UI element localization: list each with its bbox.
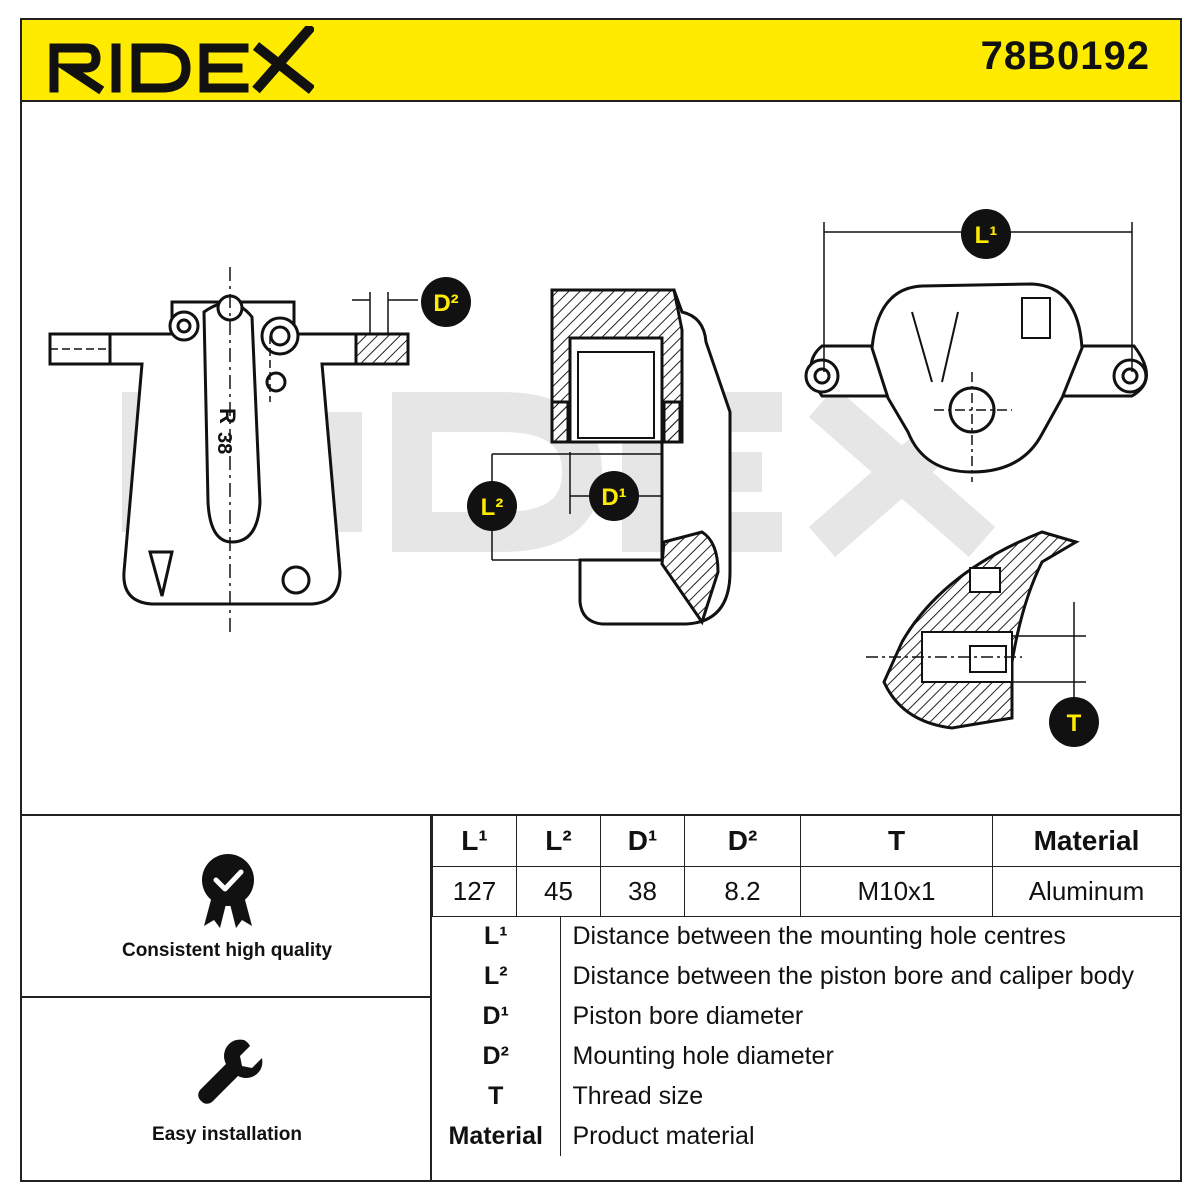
legend-key: Material <box>432 1116 561 1156</box>
ridex-logo <box>49 26 314 95</box>
legend-row: L¹ Distance between the mounting hole ce… <box>432 916 1180 956</box>
legend-row: T Thread size <box>432 1076 1180 1116</box>
callout-t: T <box>1049 697 1099 747</box>
legend-row: Material Product material <box>432 1116 1180 1156</box>
quality-badge-icon <box>202 854 254 928</box>
svg-text:L¹: L¹ <box>975 222 998 249</box>
caliper-drawings: R 38 <box>48 209 1148 747</box>
legend-key: T <box>432 1076 561 1116</box>
callout-l1: L¹ <box>961 209 1011 259</box>
caliper-marking-r: R <box>215 408 240 424</box>
product-sheet: 78B0192 <box>20 18 1182 1182</box>
feature-label: Easy installation <box>152 1124 302 1145</box>
legend-desc: Mounting hole diameter <box>572 1041 834 1070</box>
legend-row: D² Mounting hole diameter <box>432 1036 1180 1076</box>
legend-key: D² <box>432 1036 561 1076</box>
spec-header-d1: D¹ <box>600 816 685 867</box>
header-bar: 78B0192 <box>22 20 1180 102</box>
feature-quality: Consistent high quality <box>22 816 432 998</box>
feature-label: Consistent high quality <box>121 940 333 961</box>
caliper-marking-38: 38 <box>213 432 235 454</box>
spec-value-l2: 45 <box>516 865 601 917</box>
spec-value-d1: 38 <box>600 865 685 917</box>
thread-detail-view <box>866 530 1086 730</box>
svg-text:D²: D² <box>433 290 458 317</box>
spec-value-material: Aluminum <box>992 865 1180 917</box>
legend-table: L¹ Distance between the mounting hole ce… <box>432 916 1180 1156</box>
legend-desc: Distance between the piston bore and cal… <box>572 961 1134 990</box>
spec-header-t: T <box>800 816 993 867</box>
legend-key: L¹ <box>432 916 561 956</box>
spec-header-l2: L² <box>516 816 601 867</box>
legend-desc: Piston bore diameter <box>572 1001 804 1030</box>
spec-table: L¹ L² D¹ D² T Material 127 45 38 8.2 M10… <box>432 816 1180 917</box>
technical-drawing: R 38 <box>22 102 1180 814</box>
callout-d1: D¹ <box>589 471 639 521</box>
spec-header-row: L¹ L² D¹ D² T Material <box>432 816 1180 867</box>
spec-value-l1: 127 <box>432 865 517 917</box>
callout-d2: D² <box>421 277 471 327</box>
caliper-section-view <box>491 288 732 626</box>
svg-text:L²: L² <box>481 494 504 521</box>
info-panel: Consistent high quality Easy installatio… <box>22 814 1180 1182</box>
legend-key: L² <box>432 956 561 996</box>
spec-value-d2: 8.2 <box>684 865 801 917</box>
caliper-top-view <box>804 222 1148 482</box>
wrench-icon <box>198 1039 263 1104</box>
legend-row: D¹ Piston bore diameter <box>432 996 1180 1036</box>
legend-row: L² Distance between the piston bore and … <box>432 956 1180 996</box>
caliper-front-view: R 38 <box>48 267 418 632</box>
legend-desc: Product material <box>572 1121 755 1150</box>
legend-desc: Thread size <box>572 1081 704 1110</box>
feature-installation: Easy installation <box>22 998 432 1182</box>
svg-text:T: T <box>1067 710 1082 737</box>
spec-value-t: M10x1 <box>800 865 993 917</box>
part-number: 78B0192 <box>980 34 1150 78</box>
spec-header-d2: D² <box>684 816 801 867</box>
legend-key: D¹ <box>432 996 561 1036</box>
callout-l2: L² <box>467 481 517 531</box>
spec-header-material: Material <box>992 816 1180 867</box>
legend-desc: Distance between the mounting hole centr… <box>572 921 1066 950</box>
spec-value-row: 127 45 38 8.2 M10x1 Aluminum <box>432 865 1180 917</box>
spec-header-l1: L¹ <box>432 816 517 867</box>
svg-text:D¹: D¹ <box>601 484 626 511</box>
